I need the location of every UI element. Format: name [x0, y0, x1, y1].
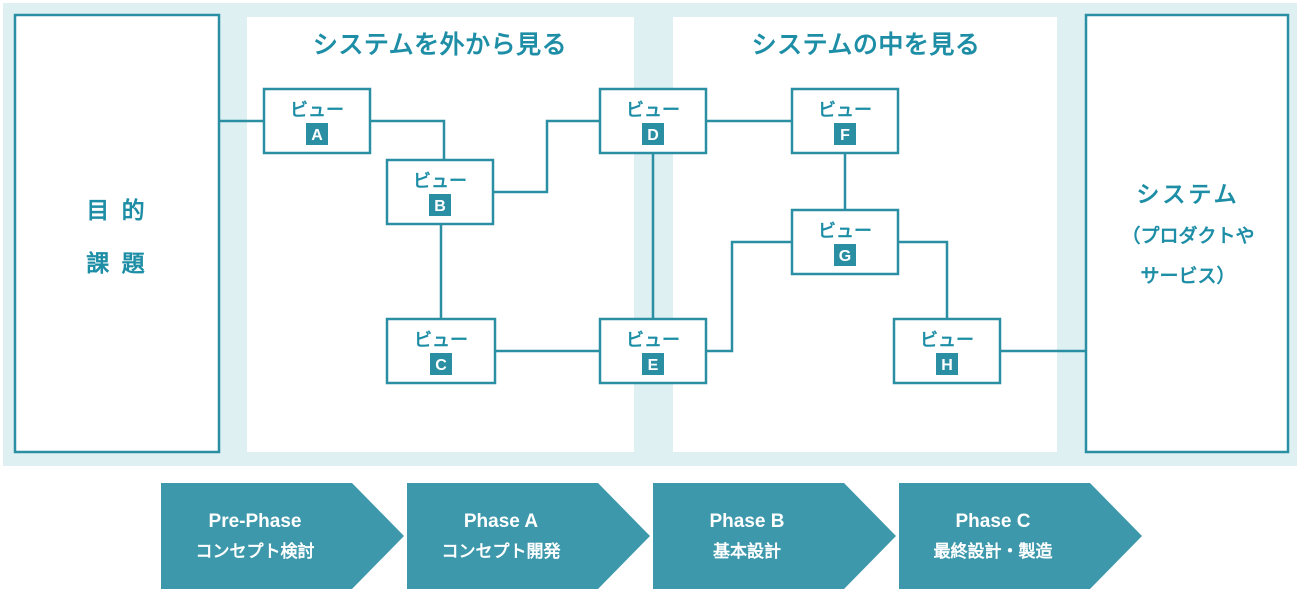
view-chip-A [306, 123, 328, 145]
view-label-C: ビュー [414, 330, 468, 350]
view-label-D: ビュー [626, 100, 680, 120]
phase-subtitle-phase-a: コンセプト開発 [442, 541, 562, 561]
phase-arrow-phase-c[interactable]: Phase C 最終設計・製造 [899, 483, 1142, 589]
view-node-C[interactable]: ビュー C [385, 317, 497, 385]
view-chip-D [642, 123, 664, 145]
view-node-F[interactable]: ビュー F [790, 87, 900, 155]
view-node-B[interactable]: ビュー B [385, 158, 495, 226]
view-chip-C [430, 353, 452, 375]
view-chip-label-H: H [941, 357, 953, 374]
view-label-A: ビュー [290, 100, 344, 120]
view-node-G[interactable]: ビュー G [790, 208, 900, 276]
system-label-line2: （プロダクトや [1121, 224, 1254, 247]
purpose-label-line1: 目 的 [86, 197, 147, 223]
phase-title-phase-b: Phase B [710, 511, 785, 532]
view-chip-label-D: D [647, 127, 659, 144]
phase-subtitle-phase-c: 最終設計・製造 [934, 541, 1054, 561]
view-chip-G [834, 244, 856, 266]
view-box-G[interactable] [790, 208, 900, 276]
connector-b-d [493, 119, 600, 194]
phase-arrow-phase-a[interactable]: Phase A コンセプト開発 [407, 483, 650, 589]
purpose-label-line2: 課 題 [86, 250, 147, 276]
view-chip-label-A: A [311, 127, 323, 144]
system-label-line3: サービス） [1140, 264, 1235, 287]
phase-subtitle-phase-b: 基本設計 [712, 541, 781, 561]
connector-g-h [898, 240, 949, 319]
phase-arrow-shape-pre-phase[interactable] [161, 483, 404, 589]
view-chip-B [429, 194, 451, 216]
connector-g-e [706, 240, 792, 353]
system-label-line1: システム [1136, 181, 1239, 207]
view-node-E[interactable]: ビュー E [598, 317, 708, 385]
phase-arrow-shape-phase-c[interactable] [899, 483, 1142, 589]
phase-subtitle-pre-phase: コンセプト検討 [196, 541, 315, 561]
phase-title-phase-c: Phase C [956, 511, 1031, 532]
view-chip-F [834, 123, 856, 145]
view-node-D[interactable]: ビュー D [598, 87, 708, 155]
view-label-B: ビュー [413, 171, 467, 191]
purpose-box[interactable] [13, 13, 221, 454]
view-chip-label-F: F [840, 127, 850, 144]
view-chip-label-G: G [839, 248, 851, 265]
phase-arrow-phase-b[interactable]: Phase B 基本設計 [653, 483, 896, 589]
system-box[interactable] [1084, 13, 1290, 454]
view-node-H[interactable]: ビュー H [892, 317, 1002, 385]
section-title-inside: システムの中を見る [752, 31, 981, 59]
view-node-A[interactable]: ビュー A [262, 87, 372, 155]
connector-lines [219, 119, 1086, 353]
phase-arrow-pre-phase[interactable]: Pre-Phase コンセプト検討 [161, 483, 404, 589]
phase-title-phase-a: Phase A [464, 511, 539, 532]
view-chip-label-B: B [434, 198, 446, 215]
phase-title-pre-phase: Pre-Phase [209, 511, 302, 532]
view-label-E: ビュー [626, 330, 680, 350]
view-chip-H [936, 353, 958, 375]
phase-arrow-shape-phase-b[interactable] [653, 483, 896, 589]
section-title-outside: システムを外から見る [313, 30, 567, 59]
view-chip-label-E: E [648, 357, 659, 374]
phase-arrow-shape-phase-a[interactable] [407, 483, 650, 589]
view-chip-label-C: C [435, 357, 447, 374]
view-chip-E [642, 353, 664, 375]
view-label-F: ビュー [818, 100, 872, 120]
view-label-H: ビュー [920, 330, 974, 350]
view-box-D[interactable] [598, 87, 708, 155]
view-label-G: ビュー [818, 221, 872, 241]
